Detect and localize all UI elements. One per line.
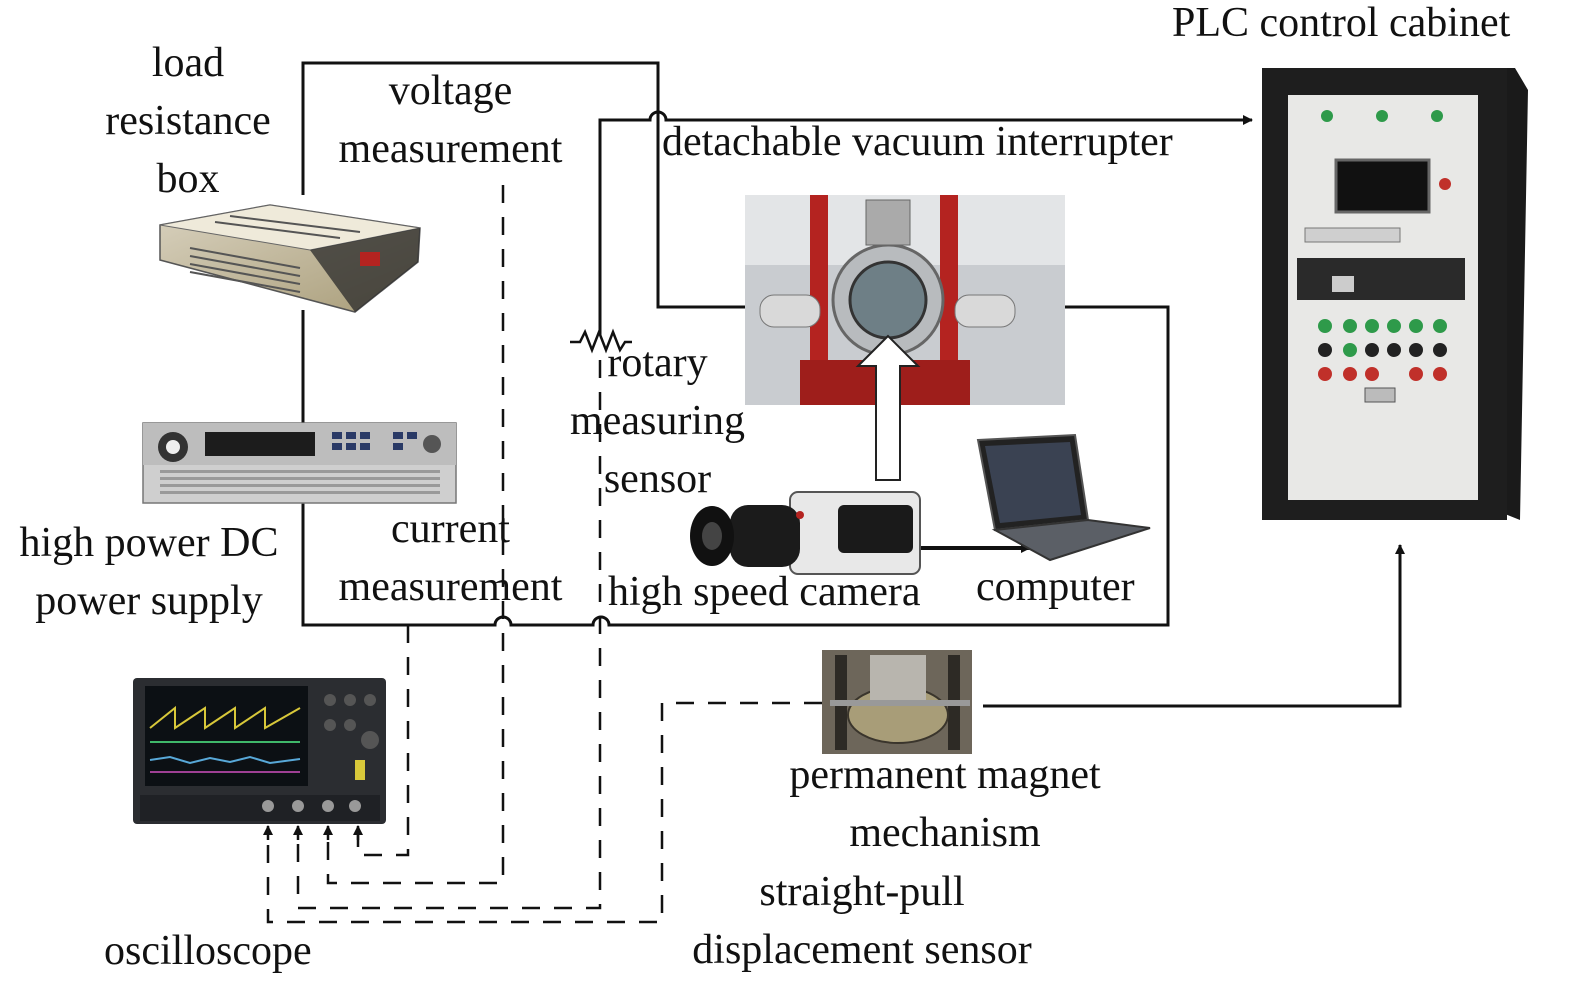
label-high-power-dc-power-supply: high power DC power supply <box>19 520 279 624</box>
label-rotary-measuring-sensor: rotary measuring sensor <box>570 340 745 502</box>
oscilloscope-image <box>133 678 386 824</box>
label-plc-control-cabinet: PLC control cabinet <box>1172 0 1511 46</box>
oscilloscope-input-arrows <box>263 825 363 840</box>
measurement-dashed-wires <box>266 185 822 924</box>
label-high-speed-camera: high speed camera <box>608 569 921 615</box>
vacuum-interrupter-image <box>745 195 1065 481</box>
load-resistance-box-image <box>159 204 421 313</box>
label-computer: computer <box>976 564 1135 610</box>
label-straight-pull-displacement-sensor: straight-pull displacement sensor <box>692 869 1032 973</box>
main-circuit-wires <box>301 61 1405 708</box>
label-permanent-magnet-mechanism: permanent magnet mechanism <box>789 752 1101 856</box>
resistor-symbol <box>570 328 632 354</box>
label-oscilloscope: oscilloscope <box>104 928 312 974</box>
label-detachable-vacuum-interrupter: detachable vacuum interrupter <box>662 119 1173 165</box>
label-current-measurement: current measurement <box>338 506 563 610</box>
high-speed-camera-image <box>690 491 921 575</box>
label-voltage-measurement: voltage measurement <box>338 68 563 172</box>
plc-cabinet-image <box>1262 68 1528 520</box>
computer-image <box>976 433 1151 562</box>
dc-power-supply-image <box>142 422 457 504</box>
permanent-magnet-mechanism-image <box>822 650 972 754</box>
label-load-resistance-box: load resistance box <box>105 40 271 202</box>
